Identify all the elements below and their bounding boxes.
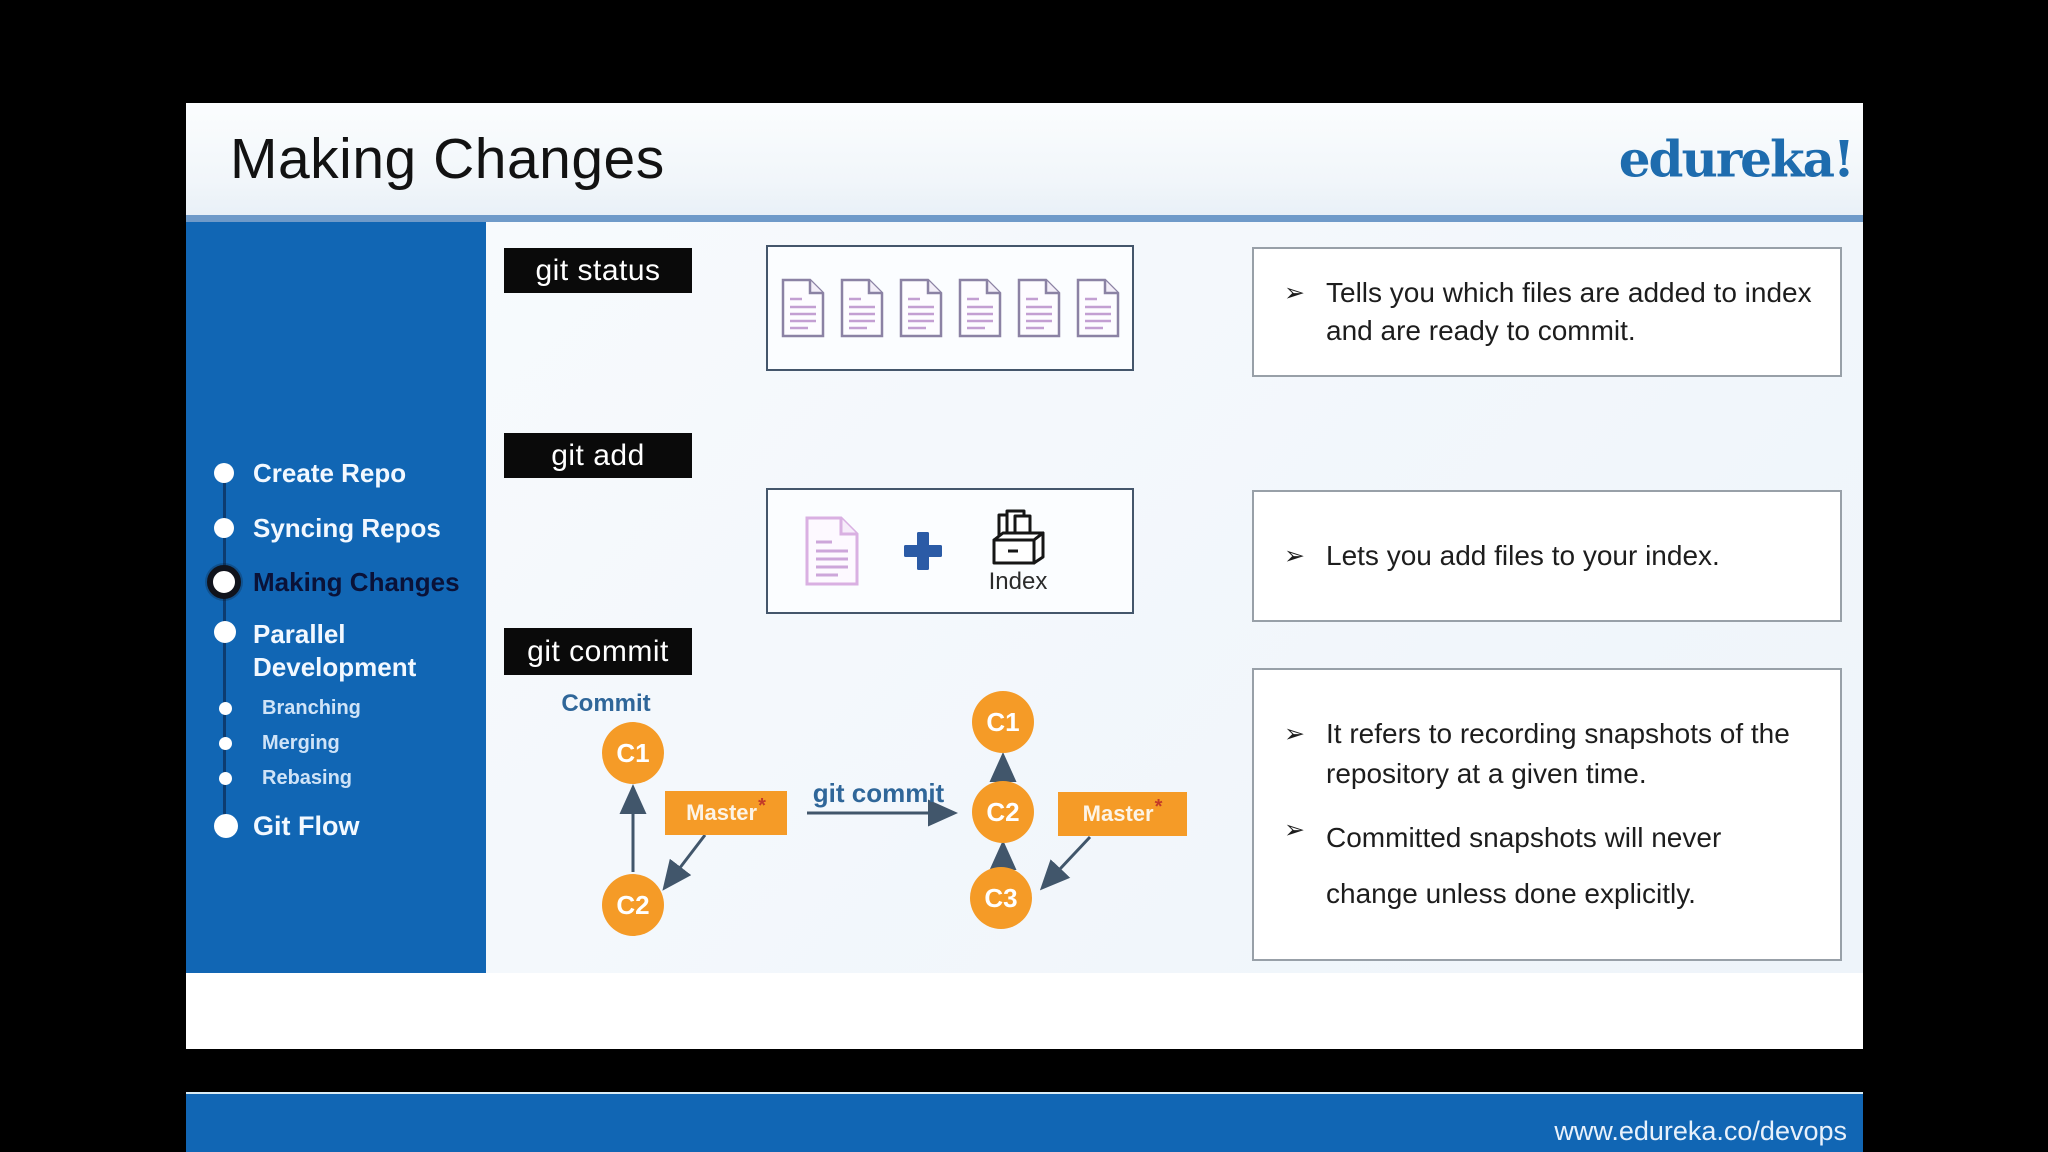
git-commit-note-box: ➢ It refers to recording snapshots of th… <box>1252 668 1842 961</box>
master-branch-box: Master* <box>1058 792 1187 836</box>
sidebar-item-merging: Merging <box>262 732 340 754</box>
edureka-logo: edureka! <box>1618 129 1855 189</box>
bullet-icon <box>219 737 232 750</box>
page-title: Making Changes <box>230 127 665 191</box>
content-area: git status git add <box>486 222 1863 973</box>
branch-name: Master <box>686 800 758 825</box>
index-group: Index <box>986 506 1050 596</box>
header-divider <box>186 215 1863 222</box>
index-box-icon <box>992 509 1045 565</box>
bullet-icon <box>219 772 232 785</box>
file-icon <box>958 278 1001 338</box>
sidebar: Create Repo Syncing Repos Making Changes… <box>186 222 486 973</box>
slide-body: Create Repo Syncing Repos Making Changes… <box>186 222 1863 1152</box>
bullet-icon <box>214 463 234 483</box>
sidebar-item-rebasing: Rebasing <box>262 767 353 789</box>
branch-marker: * <box>758 794 766 817</box>
sidebar-item-branching: Branching <box>262 697 361 719</box>
slide: Making Changes edureka! Create Repo Sync… <box>186 103 1863 1152</box>
file-icon <box>899 278 942 338</box>
sidebar-item-syncing-repos: Syncing Repos <box>253 513 441 543</box>
git-add-note: Lets you add files to your index. <box>1326 540 1720 571</box>
timeline-rail <box>223 473 226 829</box>
bullet-icon <box>214 518 234 538</box>
commit-diagram-title: Commit <box>561 690 651 717</box>
sidebar-item-git-flow: Git Flow <box>253 811 360 841</box>
footer-url: www.edureka.co/devops <box>1554 1115 1847 1146</box>
git-add-row: Index <box>768 490 1132 612</box>
index-label: Index <box>988 568 1048 595</box>
commit-node-c1: C1 <box>972 691 1034 753</box>
branch-name: Master <box>1082 801 1154 826</box>
sidebar-item-parallel-development: Parallel Development <box>253 619 417 682</box>
sidebar-item-create-repo: Create Repo <box>253 458 407 488</box>
arrow-bullet-icon: ➢ <box>1284 816 1305 844</box>
file-icon <box>805 516 859 586</box>
arrow-bullet-icon: ➢ <box>1284 279 1305 307</box>
git-status-note: Tells you which files are added to index… <box>1326 277 1812 346</box>
git-commit-arrow-label: git commit <box>812 778 945 808</box>
git-status-note-box: ➢ Tells you which files are added to ind… <box>1252 247 1842 377</box>
file-icons-row <box>768 247 1132 369</box>
git-commit-note-2: Committed snapshots will never change un… <box>1326 822 1722 909</box>
commit-node-c2: C2 <box>602 874 664 936</box>
file-icon <box>1017 278 1060 338</box>
commit-node-c3: C3 <box>970 867 1032 929</box>
git-status-files-box <box>766 245 1134 371</box>
arrow-bullet-icon: ➢ <box>1284 542 1305 570</box>
bullet-icon <box>214 621 236 643</box>
arrow-bullet-icon: ➢ <box>1284 720 1305 748</box>
bullet-icon <box>219 702 232 715</box>
bullet-icon <box>214 814 238 838</box>
file-icon <box>781 278 824 338</box>
file-icon <box>1076 278 1119 338</box>
commit-node-c2: C2 <box>972 781 1034 843</box>
branch-marker: * <box>1154 795 1163 818</box>
master-branch-box: Master* <box>665 791 787 835</box>
active-bullet-icon <box>207 565 241 599</box>
git-add-label: git add <box>504 433 692 478</box>
git-commit-label: git commit <box>504 628 692 675</box>
git-add-note-box: ➢ Lets you add files to your index. <box>1252 490 1842 622</box>
file-icon <box>840 278 883 338</box>
slide-header: Making Changes edureka! <box>186 103 1863 215</box>
footer-bar: www.edureka.co/devops <box>186 1092 1863 1152</box>
plus-icon <box>904 532 942 570</box>
git-commit-note-1: It refers to recording snapshots of the … <box>1326 718 1790 789</box>
sidebar-item-making-changes-active: Making Changes <box>253 567 460 597</box>
git-status-label: git status <box>504 248 692 293</box>
commit-node-c1: C1 <box>602 722 664 784</box>
git-add-box: Index <box>766 488 1134 614</box>
